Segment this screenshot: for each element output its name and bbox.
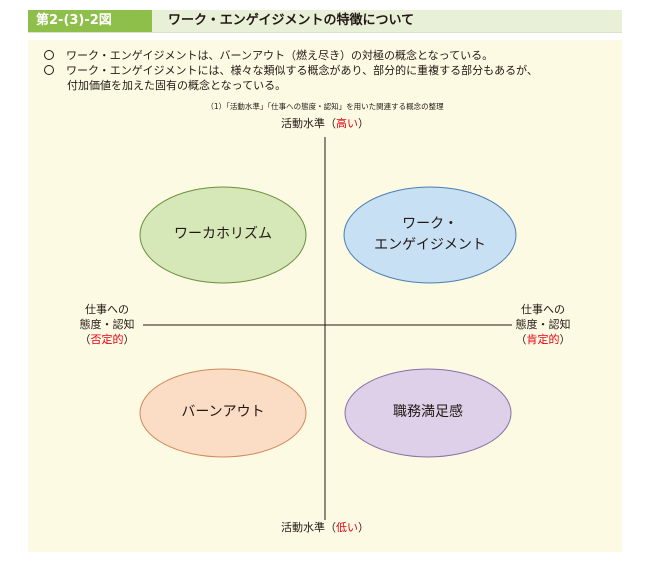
figure-header: 第2-(3)-2図 ワーク・エンゲイジメントの特徴について xyxy=(28,10,622,33)
bullet-text: ワーク・エンゲイジメントは、バーンアウト（燃え尽き）の対極の概念となっている。 xyxy=(66,49,494,62)
figure-label: 第2-(3)-2図 xyxy=(28,10,152,32)
axis-label-top: 活動水準（高い） xyxy=(281,117,369,130)
axis-label-left: 仕事への 態度・認知 （否定的） xyxy=(79,303,135,346)
bullet-text: ワーク・エンゲイジメントには、様々な類似する概念があり、部分的に重複する部分もあ… xyxy=(66,64,538,77)
quadrant-label-job-satisfaction: 職務満足感 xyxy=(393,404,463,420)
quadrant-label-work-engagement: ワーク・ エンゲイジメント xyxy=(374,216,486,253)
ellipse-work-engagement xyxy=(343,186,517,284)
quadrant-label-workaholism: ワーカホリズム xyxy=(174,226,272,242)
axis-label-bottom: 活動水準（低い） xyxy=(281,521,369,534)
circle-bullet-icon xyxy=(44,65,54,75)
circle-bullet-icon xyxy=(44,50,54,60)
ellipse-job-satisfaction xyxy=(344,368,512,458)
bullet-item: ワーク・エンゲイジメントは、バーンアウト（燃え尽き）の対極の概念となっている。 xyxy=(44,48,493,63)
bullet-item: ワーク・エンゲイジメントには、様々な類似する概念があり、部分的に重複する部分もあ… xyxy=(44,63,538,78)
figure-title: ワーク・エンゲイジメントの特徴について xyxy=(168,13,415,28)
ellipse-workaholism xyxy=(139,186,307,284)
diagram-subtitle: （1）「活動水準」「仕事への態度・認知」を用いた関連する概念の整理 xyxy=(206,102,444,111)
axis-label-right: 仕事への 態度・認知 （肯定的） xyxy=(515,303,571,346)
ellipse-burnout xyxy=(139,368,307,458)
quadrant-label-burnout: バーンアウト xyxy=(181,404,265,420)
bullet-continuation: 付加価値を加えた固有の概念となっている。 xyxy=(67,79,287,92)
